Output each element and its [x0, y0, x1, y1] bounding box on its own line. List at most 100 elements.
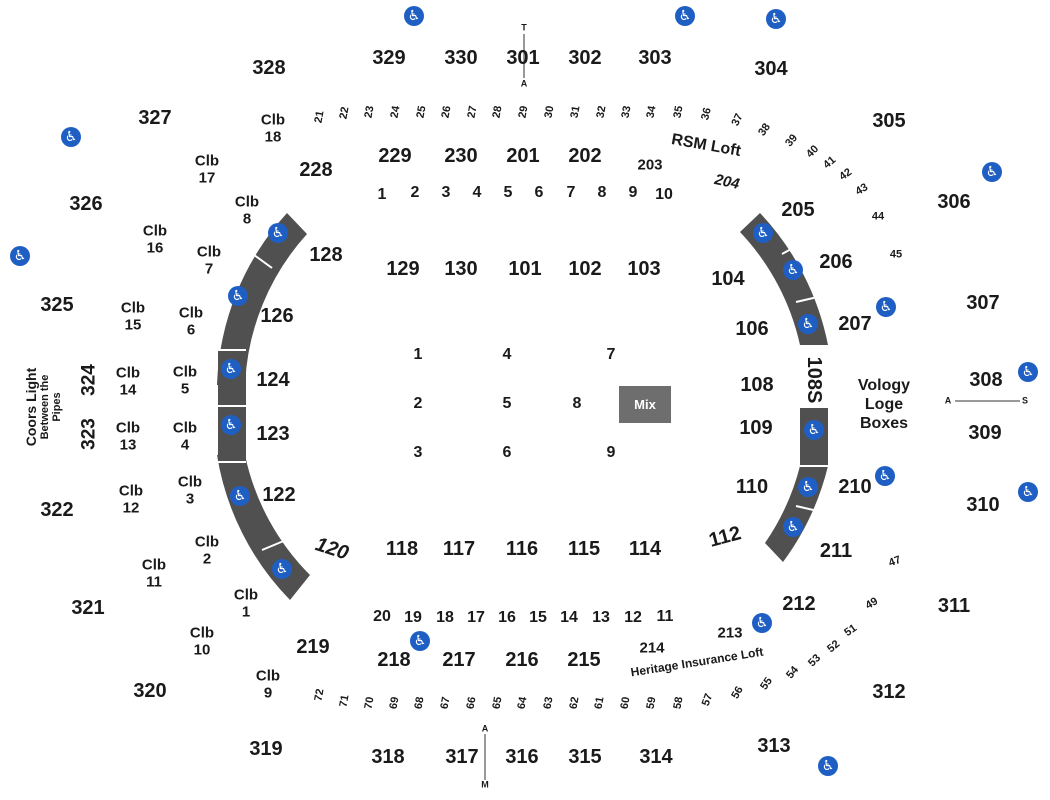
row-number[interactable]: 60	[618, 695, 633, 710]
row-number[interactable]: 66	[464, 695, 479, 710]
section-114[interactable]: 114	[628, 538, 662, 560]
section-214[interactable]: 214	[639, 639, 665, 657]
section-230[interactable]: 230	[444, 145, 478, 167]
row-number[interactable]: 58	[671, 695, 686, 710]
section-202[interactable]: 202	[568, 145, 602, 167]
row-number[interactable]: 31	[568, 104, 583, 119]
floor-box-1[interactable]: 1	[413, 346, 423, 363]
section-310[interactable]: 310	[966, 494, 1000, 516]
floor-box-8[interactable]: 8	[572, 395, 582, 412]
row-number[interactable]: 32	[594, 104, 609, 119]
section-122[interactable]: 122	[262, 484, 296, 506]
row-number[interactable]: 45	[889, 248, 903, 261]
floor-box-3[interactable]: 3	[413, 444, 423, 461]
section-306[interactable]: 306	[937, 191, 971, 213]
section-106[interactable]: 106	[735, 318, 769, 340]
section-128[interactable]: 128	[309, 244, 343, 266]
row-number[interactable]: 70	[362, 695, 377, 710]
floor-box-6[interactable]: 6	[502, 444, 512, 461]
section-118[interactable]: 118	[385, 538, 419, 560]
section-102[interactable]: 102	[568, 258, 602, 280]
section-329[interactable]: 329	[372, 47, 406, 69]
section-308[interactable]: 308	[969, 369, 1003, 391]
suite-2[interactable]: 2	[410, 184, 420, 201]
row-number[interactable]: 24	[388, 104, 403, 119]
suite-14[interactable]: 14	[560, 609, 578, 626]
section-302[interactable]: 302	[568, 47, 602, 69]
section-322[interactable]: 322	[40, 499, 74, 521]
section-303[interactable]: 303	[638, 47, 672, 69]
section-210[interactable]: 210	[838, 476, 872, 498]
suite-6[interactable]: 6	[534, 184, 544, 201]
suite-1[interactable]: 1	[377, 186, 387, 203]
floor-box-9[interactable]: 9	[606, 444, 616, 461]
floor-box-7[interactable]: 7	[606, 346, 616, 363]
section-312[interactable]: 312	[872, 681, 906, 703]
section-325[interactable]: 325	[40, 294, 74, 316]
section-318[interactable]: 318	[371, 746, 405, 768]
row-number[interactable]: 29	[516, 104, 531, 119]
section-311[interactable]: 311	[937, 595, 971, 617]
row-number[interactable]: 63	[541, 695, 556, 710]
section-117[interactable]: 117	[442, 538, 476, 560]
row-number[interactable]: 69	[387, 695, 402, 710]
section-203[interactable]: 203	[637, 156, 663, 174]
section-319[interactable]: 319	[249, 738, 283, 760]
section-330[interactable]: 330	[444, 47, 478, 69]
section-201[interactable]: 201	[506, 145, 540, 167]
section-327[interactable]: 327	[138, 107, 172, 129]
row-number[interactable]: 59	[644, 695, 659, 710]
row-number[interactable]: 67	[438, 695, 453, 710]
suite-15[interactable]: 15	[529, 609, 547, 626]
row-number[interactable]: 27	[465, 104, 480, 119]
row-number[interactable]: 62	[567, 695, 582, 710]
section-129[interactable]: 129	[386, 258, 420, 280]
section-115[interactable]: 115	[567, 538, 601, 560]
section-205[interactable]: 205	[781, 199, 815, 221]
row-number[interactable]: 30	[542, 104, 557, 119]
section-215[interactable]: 215	[567, 649, 601, 671]
section-217[interactable]: 217	[442, 649, 476, 671]
section-324[interactable]: 324	[78, 364, 100, 396]
suite-16[interactable]: 16	[498, 609, 516, 626]
row-number[interactable]: 22	[337, 105, 352, 120]
section-228[interactable]: 228	[299, 159, 333, 181]
row-number[interactable]: 34	[644, 104, 659, 119]
floor-box-4[interactable]: 4	[502, 346, 512, 363]
row-number[interactable]: 35	[671, 104, 686, 119]
section-103[interactable]: 103	[627, 258, 661, 280]
row-number[interactable]: 26	[439, 104, 454, 119]
section-315[interactable]: 315	[568, 746, 602, 768]
suite-12[interactable]: 12	[624, 609, 642, 626]
section-211[interactable]: 211	[819, 540, 853, 562]
section-123[interactable]: 123	[256, 423, 290, 445]
row-number[interactable]: 28	[490, 104, 505, 119]
section-104[interactable]: 104	[711, 268, 745, 290]
section-305[interactable]: 305	[872, 110, 906, 132]
section-323[interactable]: 323	[78, 418, 100, 450]
section-307[interactable]: 307	[966, 292, 1000, 314]
row-number[interactable]: 72	[312, 687, 327, 702]
row-number[interactable]: 21	[312, 109, 327, 124]
section-313[interactable]: 313	[757, 735, 791, 757]
section-126[interactable]: 126	[260, 305, 294, 327]
suite-18[interactable]: 18	[436, 609, 454, 626]
vology-loge-boxes-label[interactable]: Vology Loge Boxes	[858, 376, 910, 434]
suite-8[interactable]: 8	[597, 184, 607, 201]
section-301[interactable]: 301	[506, 47, 540, 69]
row-number[interactable]: 23	[362, 104, 377, 119]
suite-20[interactable]: 20	[373, 608, 391, 625]
section-116[interactable]: 116	[505, 538, 539, 560]
section-219[interactable]: 219	[296, 636, 330, 658]
row-number[interactable]: 25	[414, 104, 429, 119]
section-314[interactable]: 314	[639, 746, 673, 768]
